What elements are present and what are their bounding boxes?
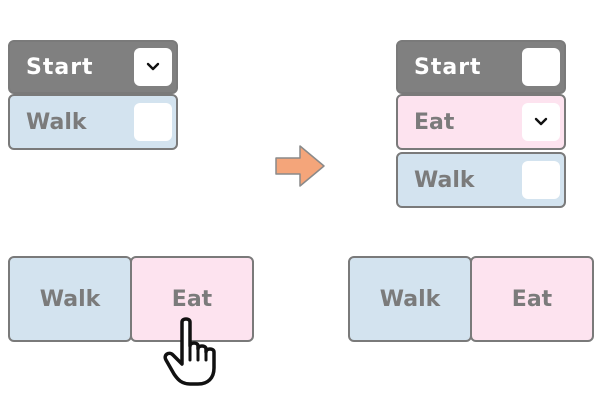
eat-label-after: Eat (414, 109, 455, 135)
start-row-after[interactable]: Start (396, 40, 566, 94)
eat-checkbox-after[interactable] (522, 103, 560, 141)
walk-button-label: Walk (39, 286, 101, 312)
eat-button-label: Eat (171, 286, 213, 312)
chevron-down-icon (146, 62, 160, 71)
eat-row-after[interactable]: Eat (396, 94, 566, 150)
start-checkbox-after[interactable] (522, 48, 560, 86)
walk-button[interactable]: Walk (8, 256, 132, 342)
eat-button-after-label: Eat (511, 286, 553, 312)
eat-button[interactable]: Eat (130, 256, 254, 342)
chevron-down-icon (534, 117, 548, 126)
start-checkbox[interactable] (134, 48, 172, 86)
right-arrow-icon (275, 145, 325, 187)
start-label-after: Start (414, 54, 482, 80)
walk-row[interactable]: Walk (8, 94, 178, 150)
walk-button-after[interactable]: Walk (348, 256, 472, 342)
walk-checkbox-after[interactable] (522, 161, 560, 199)
start-row[interactable]: Start (8, 40, 178, 94)
walk-checkbox[interactable] (134, 103, 172, 141)
walk-label: Walk (26, 109, 87, 135)
walk-label-after: Walk (414, 167, 475, 193)
start-label: Start (26, 54, 94, 80)
eat-button-after[interactable]: Eat (470, 256, 594, 342)
pointing-hand-icon (163, 317, 216, 386)
walk-button-after-label: Walk (379, 286, 441, 312)
walk-row-after[interactable]: Walk (396, 152, 566, 208)
